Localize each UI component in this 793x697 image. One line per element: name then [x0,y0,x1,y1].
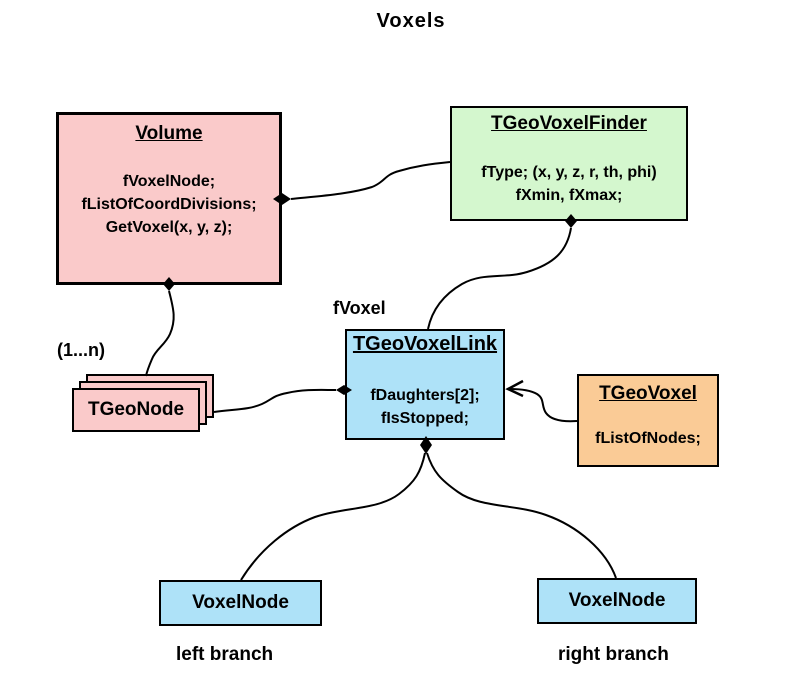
tgeovoxelfinder-title: TGeoVoxelFinder [491,113,647,134]
volume-title: Volume [135,123,203,144]
connector-link-voxelnode-right [426,452,617,579]
volume-member: fVoxelNode; [122,173,216,190]
connector-tgeovoxel-link [509,388,578,423]
class-box-tgeovoxel: TGeoVoxel fListOfNodes; [577,374,719,467]
label-fvoxel: fVoxel [333,298,386,318]
tgeovoxelfinder-member: fType; (x, y, z, r, th, phi) [481,164,657,181]
tgeovoxel-members: fListOfNodes; [579,427,717,450]
tgeovoxelfinder-member: fXmin, fXmax; [515,187,623,204]
connector-tgeonode-link [213,388,337,413]
label-multiplicity: (1...n) [57,340,105,360]
connector-volume-finder [290,161,451,200]
tgeovoxel-title: TGeoVoxel [599,383,697,404]
connector-finder-link [427,227,572,330]
label-right-branch: right branch [558,644,669,665]
arrowhead-tgeovoxel-link [505,379,524,398]
tgeovoxelfinder-members: fType; (x, y, z, r, th, phi) fXmin, fXma… [452,161,686,207]
class-box-volume: Volume fVoxelNode; fListOfCoordDivisions… [56,112,282,285]
class-box-tgeovoxellink: TGeoVoxelLink fDaughters[2]; fIsStopped; [345,329,505,440]
tgeovoxel-member: fListOfNodes; [595,430,701,447]
tgeovoxellink-member: fDaughters[2]; [370,387,480,404]
volume-member: GetVoxel(x, y, z); [105,219,233,236]
class-box-voxelnode-right: VoxelNode [537,578,697,624]
connector-volume-tgeonode [145,290,175,377]
tgeonode-card-front: TGeoNode [72,388,200,432]
tgeovoxellink-title: TGeoVoxelLink [352,333,498,355]
diagram-title: Voxels [376,10,446,32]
tgeonode-stack: TGeoNode [72,374,217,434]
class-box-tgeovoxelfinder: TGeoVoxelFinder fType; (x, y, z, r, th, … [450,106,688,221]
label-left-branch: left branch [176,644,274,665]
volume-member: fListOfCoordDivisions; [81,196,257,213]
class-box-voxelnode-left: VoxelNode [159,580,322,626]
voxelnode-right-title: VoxelNode [568,590,666,611]
tgeovoxellink-member: fIsStopped; [381,410,469,427]
tgeonode-title: TGeoNode [87,399,185,420]
voxelnode-left-title: VoxelNode [192,592,289,613]
volume-members: fVoxelNode; fListOfCoordDivisions; GetVo… [59,170,279,239]
tgeovoxellink-members: fDaughters[2]; fIsStopped; [347,384,503,430]
connector-link-voxelnode-left [240,452,426,581]
